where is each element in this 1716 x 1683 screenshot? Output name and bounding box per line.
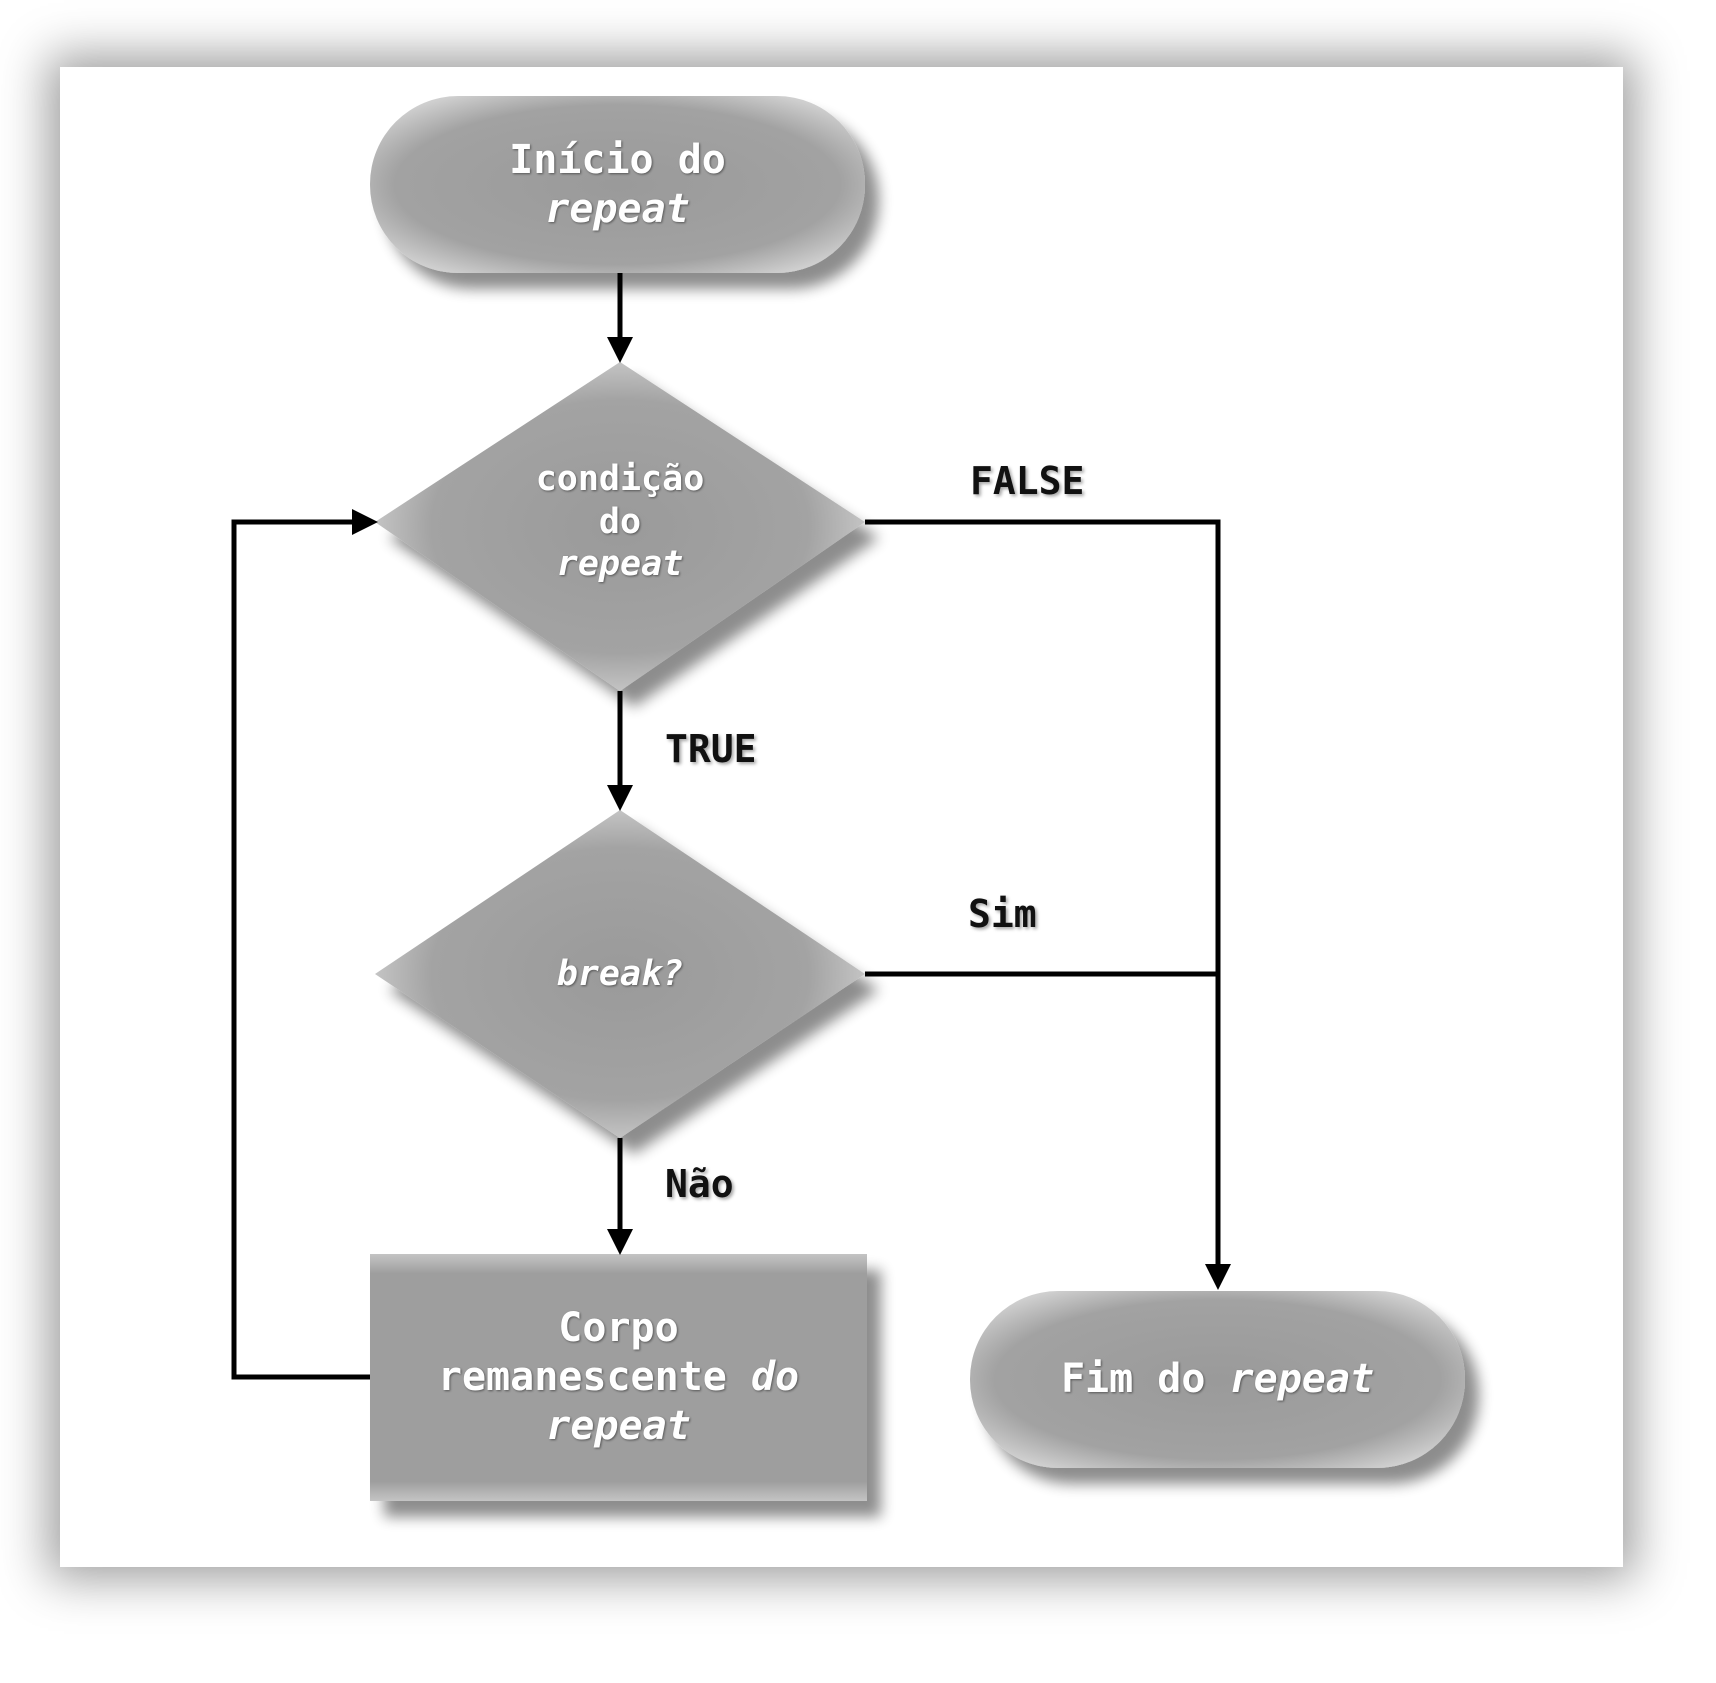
body-line2-italic: do bbox=[750, 1354, 800, 1401]
condition-line1: condição bbox=[535, 458, 705, 499]
edge-label-no: Não bbox=[665, 1162, 734, 1206]
arrow-loop-back bbox=[231, 519, 370, 1380]
body-line2: remanescente do bbox=[438, 1353, 799, 1402]
diagram-sheet: Início do repeat condição do repeat brea… bbox=[60, 67, 1623, 1567]
start-terminal-shape bbox=[370, 96, 865, 273]
body-line3: repeat bbox=[546, 1402, 691, 1449]
condition-line2: do bbox=[598, 501, 642, 542]
end-label: Fim do repeat bbox=[970, 1291, 1465, 1468]
body-process-shape bbox=[370, 1254, 867, 1501]
arrowhead-true bbox=[607, 785, 633, 811]
edge-label-false: FALSE bbox=[970, 459, 1085, 503]
break-label: break? bbox=[460, 934, 780, 1014]
break-decision-shape bbox=[375, 810, 865, 1138]
arrowhead-loop-back bbox=[352, 509, 378, 535]
edge-label-true: TRUE bbox=[665, 727, 757, 771]
condition-decision-shape bbox=[375, 362, 865, 691]
body-line2-text: remanescente bbox=[437, 1354, 727, 1401]
condition-line3: repeat bbox=[556, 544, 684, 585]
condition-label: condição do repeat bbox=[460, 427, 780, 617]
arrowhead-no bbox=[607, 1229, 633, 1255]
break-question: break? bbox=[556, 953, 684, 994]
arrow-false bbox=[865, 519, 1221, 1267]
start-line1: Início do bbox=[509, 136, 726, 183]
arrowhead-to-end bbox=[1205, 1264, 1231, 1290]
arrowhead-start-to-condition bbox=[607, 337, 633, 363]
end-text: Fim do bbox=[1060, 1356, 1206, 1403]
start-line2: repeat bbox=[545, 185, 690, 232]
body-label: Corpo remanescente do repeat bbox=[370, 1254, 867, 1501]
end-italic: repeat bbox=[1229, 1356, 1375, 1403]
end-line: Fim do repeat bbox=[1061, 1355, 1374, 1404]
flowchart-canvas bbox=[231, 96, 1465, 1501]
body-line1: Corpo bbox=[558, 1305, 679, 1352]
start-label: Início do repeat bbox=[370, 96, 865, 273]
end-terminal-shape bbox=[970, 1291, 1465, 1468]
edge-label-yes: Sim bbox=[968, 892, 1037, 936]
